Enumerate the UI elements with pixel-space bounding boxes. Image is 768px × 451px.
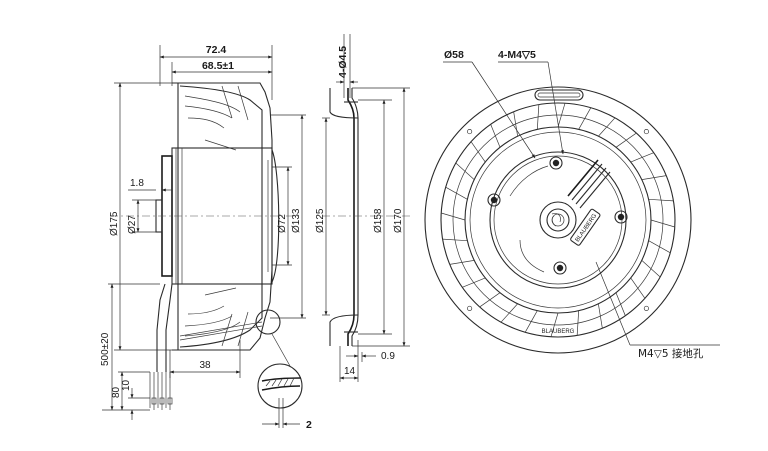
dim-detail-thickness: 2 bbox=[306, 419, 312, 431]
blade bbox=[615, 132, 637, 148]
dim-holes: 4-Ø4.5 bbox=[337, 46, 349, 78]
outer-flange-circle bbox=[424, 86, 692, 354]
side-view: 72.4 68.5±1 1.8 Ø175 Ø27 Ø72 Ø133 500±20 bbox=[100, 44, 312, 431]
dim-flange-depth: 14 bbox=[344, 366, 356, 377]
blade bbox=[648, 240, 671, 254]
blade bbox=[490, 124, 501, 148]
blade bbox=[449, 260, 475, 265]
screw-head bbox=[556, 264, 564, 272]
dim-cable-strip: 80 bbox=[111, 386, 122, 398]
dim-dia-72: Ø72 bbox=[277, 214, 288, 233]
callout-ground-hole: M4▽5 接地孔 bbox=[638, 347, 704, 360]
brand-text: BLAUBERG bbox=[542, 329, 575, 335]
impeller-profile bbox=[172, 82, 273, 351]
detail-marker bbox=[255, 309, 281, 335]
blade bbox=[650, 219, 675, 228]
blade-shroud bbox=[179, 85, 263, 348]
blade bbox=[500, 303, 518, 323]
dim-dia-170: Ø170 bbox=[393, 208, 404, 233]
blade bbox=[576, 310, 580, 336]
flange-hole bbox=[467, 129, 473, 135]
blade bbox=[455, 162, 475, 180]
blade bbox=[513, 111, 518, 137]
section-view: 4-Ø4.5 Ø125 Ø158 Ø170 0.9 14 bbox=[315, 34, 412, 382]
blade bbox=[641, 260, 661, 278]
blade bbox=[598, 303, 603, 329]
blade bbox=[630, 277, 646, 299]
front-view: BLAUBERG BLAUBERG Ø58 4-M4▽5 M4▽5 接地孔 bbox=[424, 49, 720, 360]
blade bbox=[648, 198, 674, 202]
impeller-circle bbox=[464, 126, 652, 314]
dim-dia-175: Ø175 bbox=[109, 211, 120, 236]
screw-head bbox=[552, 159, 560, 167]
screw bbox=[549, 156, 563, 170]
cable bbox=[156, 283, 166, 372]
blade bbox=[445, 186, 468, 200]
screw bbox=[614, 210, 628, 224]
dim-dia-133: Ø133 bbox=[291, 208, 302, 233]
screw-head bbox=[490, 196, 498, 204]
blade bbox=[630, 152, 654, 163]
blade bbox=[536, 104, 540, 130]
screw bbox=[487, 193, 501, 207]
dim-dia-27: Ø27 bbox=[127, 215, 138, 234]
dim-offset: 1.8 bbox=[130, 178, 144, 189]
mounting-slot bbox=[534, 89, 584, 101]
flange-hole bbox=[467, 305, 473, 311]
inlet-circle bbox=[440, 102, 676, 338]
blade bbox=[598, 117, 616, 137]
blade bbox=[641, 175, 667, 180]
blade bbox=[462, 277, 486, 288]
flange-hole bbox=[643, 305, 649, 311]
mounting-holes bbox=[467, 129, 649, 311]
inlet-ring-profile bbox=[347, 88, 355, 346]
screw-head bbox=[617, 213, 625, 221]
detail-view: 2 bbox=[257, 363, 312, 431]
hub bbox=[539, 201, 577, 239]
blade bbox=[442, 238, 468, 242]
dim-dia-125: Ø125 bbox=[315, 208, 326, 233]
dim-cable-offset: 38 bbox=[199, 360, 211, 371]
blade bbox=[550, 312, 559, 337]
dim-wire-strip: 10 bbox=[121, 379, 132, 391]
wire-bundle bbox=[567, 159, 611, 209]
blade bbox=[441, 212, 466, 221]
blade bbox=[524, 310, 538, 333]
screw bbox=[553, 261, 567, 275]
blades bbox=[441, 103, 675, 337]
dim-cable-length: 500±20 bbox=[100, 332, 111, 366]
dim-overall-length: 72.4 bbox=[206, 44, 227, 56]
flange-hole bbox=[643, 129, 649, 135]
screws bbox=[487, 156, 628, 275]
callout-screw-holes: 4-M4▽5 bbox=[498, 49, 536, 61]
blade bbox=[578, 107, 592, 130]
dim-flange-thickness: 0.9 bbox=[381, 351, 395, 362]
blade bbox=[479, 292, 501, 308]
dim-dia-158: Ø158 bbox=[373, 208, 384, 233]
blade bbox=[615, 292, 626, 316]
callout-dia-58: Ø58 bbox=[444, 49, 464, 61]
blade bbox=[557, 103, 566, 128]
dim-body-length: 68.5±1 bbox=[202, 60, 234, 72]
blade bbox=[470, 141, 486, 163]
